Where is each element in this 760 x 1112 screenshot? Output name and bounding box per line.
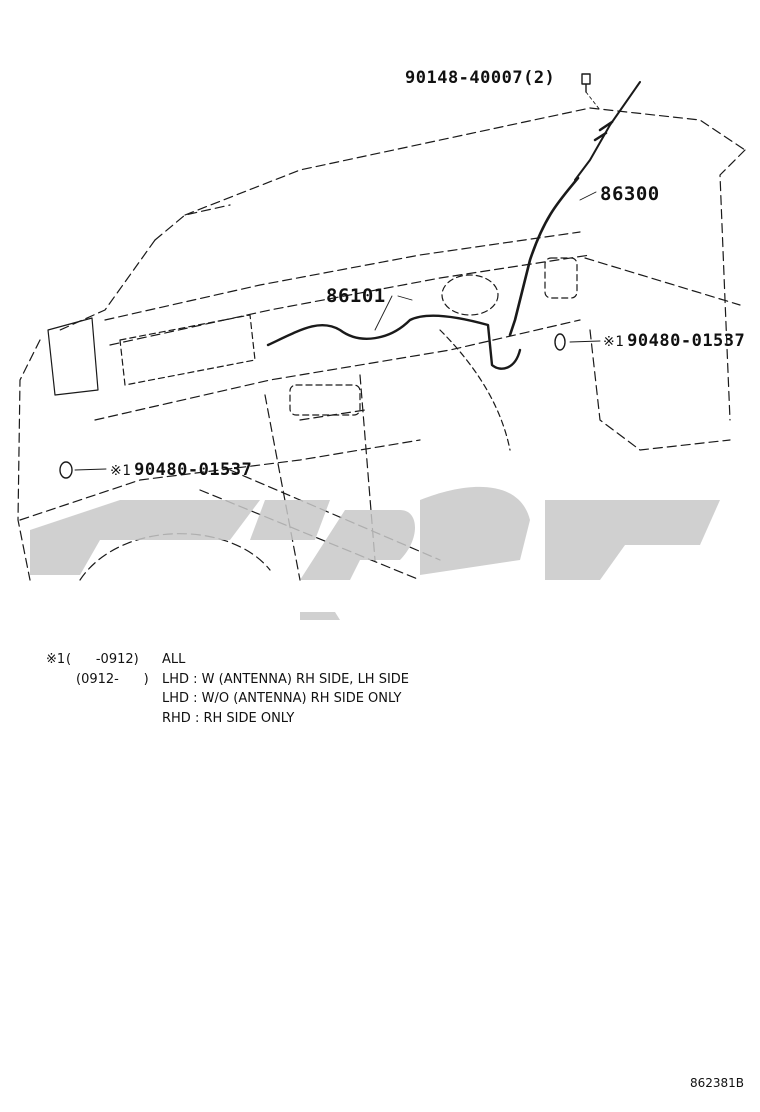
watermark xyxy=(30,486,720,620)
note-mark: ※1 xyxy=(110,463,132,479)
steering-column xyxy=(439,329,511,451)
dash-top xyxy=(104,231,581,321)
antenna-cord xyxy=(266,314,522,370)
floor-line xyxy=(19,439,421,521)
leader-bolt xyxy=(585,91,601,111)
pillar-right xyxy=(719,149,746,421)
mirror xyxy=(47,317,99,396)
note-value: LHD : W/O (ANTENNA) RH SIDE ONLY xyxy=(162,691,402,706)
note-row-4: RHD : RH SIDE ONLY xyxy=(46,709,294,729)
note-value: LHD : W (ANTENNA) RH SIDE, LH SIDE xyxy=(162,671,410,687)
dash-lower xyxy=(94,319,581,421)
figure-code: 862381B xyxy=(689,1076,744,1090)
grommet-lh xyxy=(59,461,73,479)
label-bolt: 90148-40007(2) xyxy=(405,68,556,88)
note-range: ( -0912) xyxy=(66,652,139,667)
door-line xyxy=(584,257,741,306)
label-cord: 86101 xyxy=(326,285,386,307)
vent-right xyxy=(544,257,578,299)
note-row-2: (0912- ) LHD : W (ANTENNA) RH SIDE, LH S… xyxy=(46,670,409,690)
grommet-rh-number: 90480-01537 xyxy=(627,331,746,351)
antenna-base xyxy=(593,120,614,142)
antenna-cable xyxy=(508,176,580,337)
leader-grommet-lh xyxy=(74,468,107,471)
applicability-notes: ※1 ( -0912) ALL (0912- ) LHD : W (ANTENN… xyxy=(46,650,409,729)
note-row-3: LHD : W/O (ANTENNA) RH SIDE ONLY xyxy=(46,689,401,709)
body-left xyxy=(17,339,41,581)
grommet-rh xyxy=(554,333,566,351)
parts-diagram xyxy=(17,73,746,620)
note-mark: ※1 xyxy=(46,652,66,667)
grommet-lh-number: 90480-01537 xyxy=(134,460,253,480)
roof-outline xyxy=(184,107,746,216)
note-range: (0912- ) xyxy=(76,671,149,687)
wheel-arch xyxy=(79,533,271,581)
bolt xyxy=(581,73,591,93)
windshield-top xyxy=(154,204,231,241)
leader-grommet-rh xyxy=(569,340,601,343)
glovebox xyxy=(119,314,256,386)
label-antenna: 86300 xyxy=(600,183,660,205)
note-value: ALL xyxy=(162,652,186,667)
vent-center xyxy=(289,384,361,416)
pillar-left xyxy=(59,239,156,331)
antenna-rod xyxy=(574,81,641,181)
dash-upper xyxy=(109,254,591,346)
note-mark: ※1 xyxy=(603,334,625,350)
note-value: RHD : RH SIDE ONLY xyxy=(162,710,295,726)
leader-cord xyxy=(374,295,413,331)
cluster xyxy=(441,274,499,316)
door-edge xyxy=(589,329,731,451)
leader-antenna xyxy=(579,191,597,201)
note-row-1: ※1 ( -0912) ALL xyxy=(46,650,185,670)
